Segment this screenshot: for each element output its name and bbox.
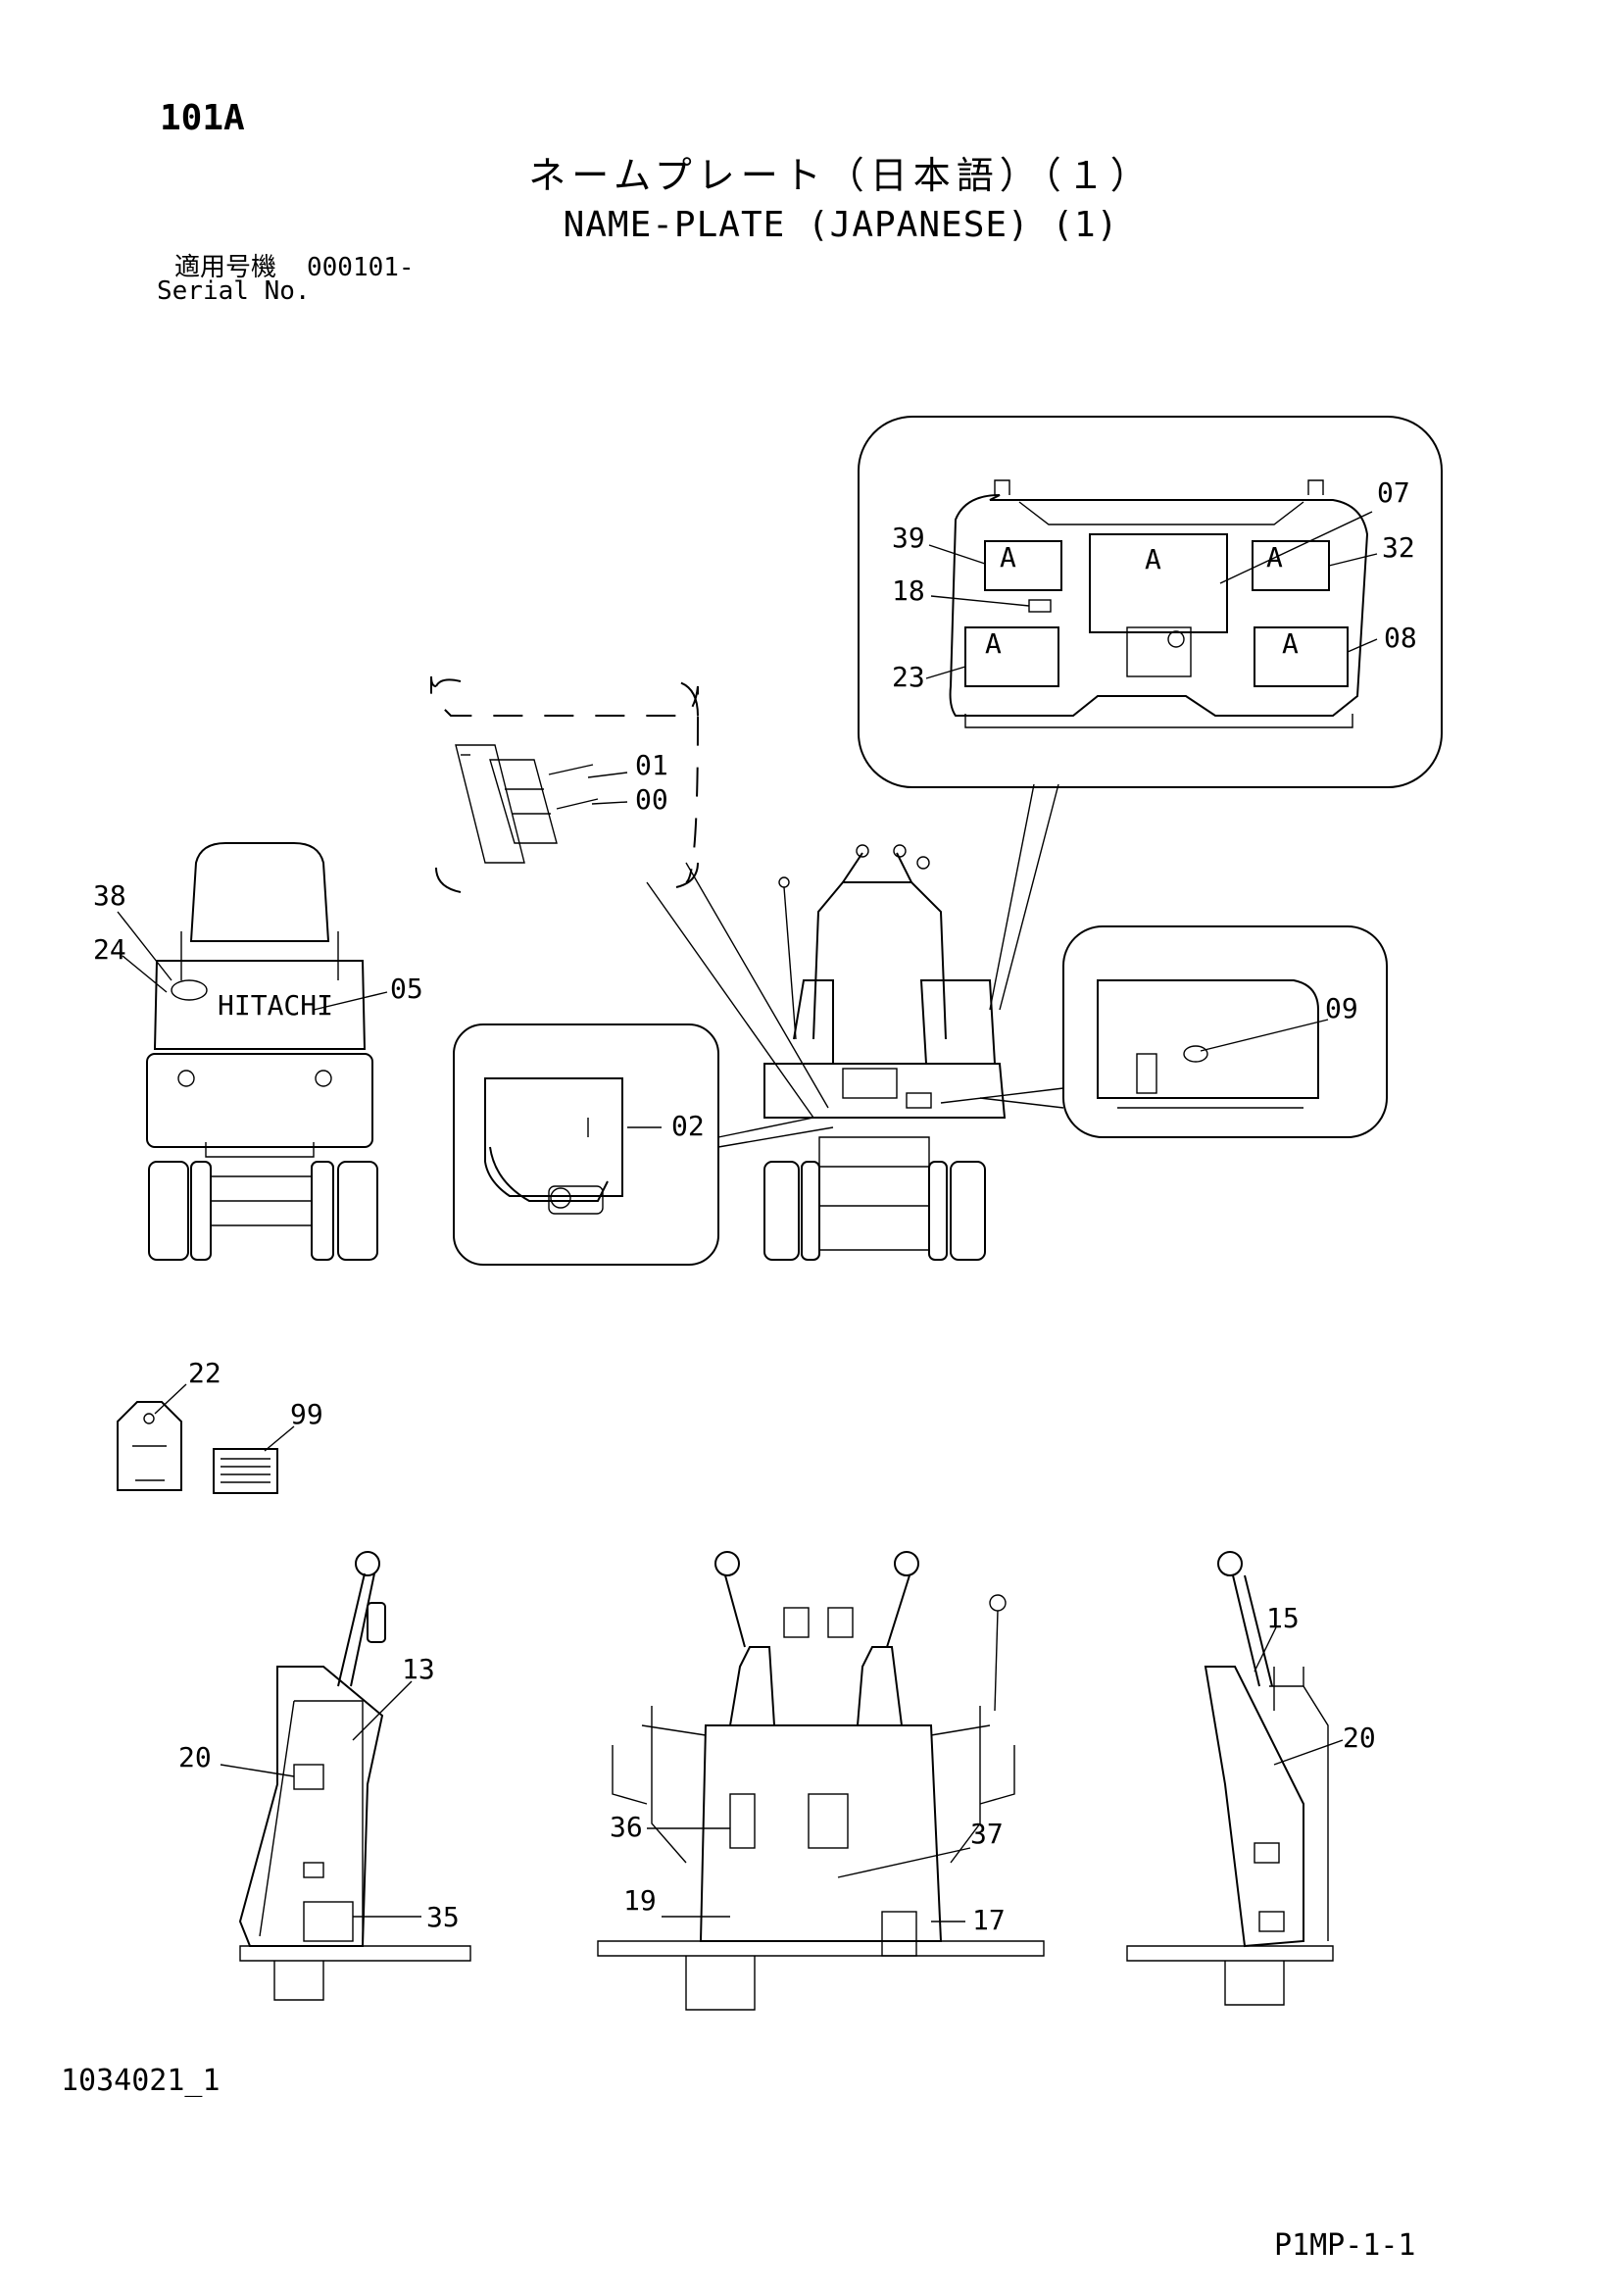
serial-label-japanese: 適用号機 xyxy=(174,253,277,282)
callout-05: 05 xyxy=(390,973,423,1005)
callout-23: 23 xyxy=(892,661,925,693)
callout-00: 00 xyxy=(635,783,668,816)
svg-text:A: A xyxy=(1000,541,1016,574)
callout-35: 35 xyxy=(426,1901,460,1933)
callout-39: 39 xyxy=(892,522,925,554)
callout-99: 99 xyxy=(290,1398,323,1430)
detail-09 xyxy=(940,925,1388,1138)
callout-13: 13 xyxy=(402,1653,435,1685)
callout-18: 18 xyxy=(892,574,925,607)
callout-17: 17 xyxy=(972,1904,1006,1936)
svg-text:A: A xyxy=(985,627,1002,660)
page-title-english: NAME-PLATE (JAPANESE) (1) xyxy=(563,205,1119,245)
callout-19: 19 xyxy=(623,1884,657,1917)
callout-32: 32 xyxy=(1382,531,1415,564)
lever-right-view xyxy=(1126,1551,1344,2006)
callout-36: 36 xyxy=(610,1811,643,1843)
callout-15: 15 xyxy=(1266,1602,1300,1634)
callout-01: 01 xyxy=(635,749,668,781)
svg-text:A: A xyxy=(1145,543,1161,575)
machine-rear-view: HITACHI xyxy=(117,842,388,1261)
callout-labels: 39 18 23 07 32 08 01 00 38 24 05 02 09 2… xyxy=(93,476,1417,1936)
callout-38: 38 xyxy=(93,879,126,912)
detail-02 xyxy=(453,1023,834,1266)
callout-02: 02 xyxy=(671,1110,705,1142)
callout-20-left: 20 xyxy=(178,1741,212,1773)
page-reference: P1MP-1-1 xyxy=(1274,2228,1416,2263)
callout-24: 24 xyxy=(93,933,126,966)
plate-part-99 xyxy=(213,1425,295,1494)
machine-front-view xyxy=(763,783,1059,1261)
page-title-japanese: ネームプレート（日本語）（１） xyxy=(528,154,1154,197)
tag-part-22 xyxy=(117,1383,187,1491)
page-code: 101A xyxy=(160,98,245,138)
svg-text:A: A xyxy=(1282,627,1299,660)
callout-20-right: 20 xyxy=(1343,1722,1376,1754)
machine-badge: HITACHI xyxy=(218,989,333,1022)
callout-37: 37 xyxy=(970,1818,1004,1850)
lever-left-view xyxy=(220,1551,471,2001)
serial-number-value: 000101- xyxy=(307,253,415,282)
callout-22: 22 xyxy=(188,1357,221,1389)
document-code: 1034021_1 xyxy=(61,2064,221,2098)
detail-serial-plate xyxy=(430,675,829,1119)
detail-rear-panel: A A A A A xyxy=(858,416,1443,788)
callout-09: 09 xyxy=(1325,992,1358,1024)
serial-label-english: Serial No. xyxy=(157,276,311,306)
callout-08: 08 xyxy=(1384,622,1417,654)
callout-07: 07 xyxy=(1377,476,1410,509)
lever-front-view xyxy=(597,1551,1045,2011)
